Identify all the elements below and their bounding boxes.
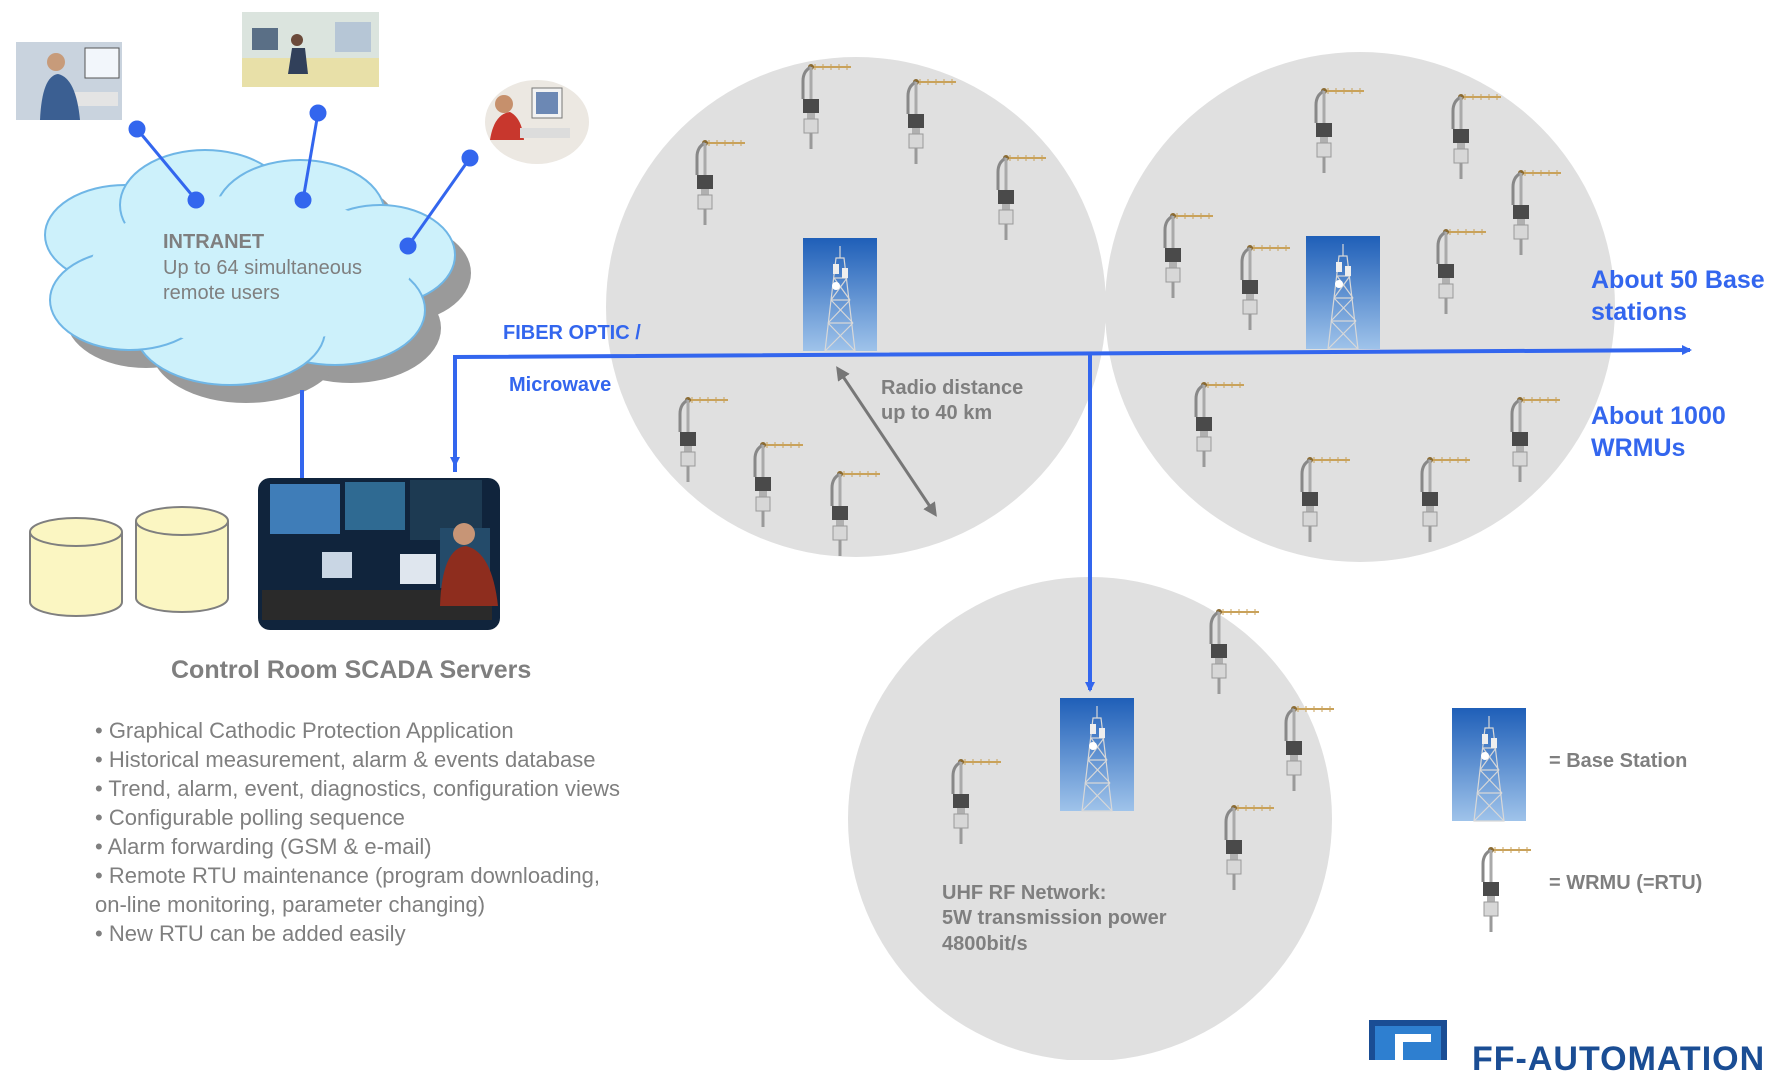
control-room-features: • Graphical Cathodic Protection Applicat…	[95, 716, 620, 948]
intranet-title: INTRANET	[163, 231, 265, 253]
remote-user-photo-3	[485, 80, 589, 164]
legend-base-station-label: = Base Station	[1549, 750, 1688, 772]
wrmu-count-line1: About 1000	[1591, 402, 1726, 430]
intranet-users-line1: Up to 64 simultaneous	[163, 257, 363, 279]
cell-area-3	[848, 577, 1332, 1060]
remote-user-photo-2	[242, 12, 379, 87]
legend-base-station-icon	[1451, 707, 1527, 822]
base-stations-count-line2: stations	[1591, 298, 1687, 326]
feature-item: • Remote RTU maintenance (program downlo…	[95, 863, 600, 888]
feature-item: • Trend, alarm, event, diagnostics, conf…	[95, 776, 620, 801]
radio-distance-line2: up to 40 km	[881, 402, 993, 424]
radio-distance-arrow	[836, 366, 937, 517]
base-stations-count-line1: About 50 Base	[1591, 266, 1765, 294]
remote-user-links	[128, 104, 479, 255]
database-icon	[135, 506, 229, 613]
base-station-icon	[802, 237, 878, 352]
control-room-photo	[258, 478, 500, 630]
intranet-users-line2: remote users	[163, 282, 280, 304]
feature-item: • Historical measurement, alarm & events…	[95, 747, 596, 772]
legend-wrmu-label: = WRMU (=RTU)	[1549, 872, 1703, 894]
feature-item: • Configurable polling sequence	[95, 805, 405, 830]
base-station-icon	[1059, 697, 1135, 812]
uhf-network-line1: UHF RF Network:	[942, 882, 1107, 904]
backbone-link	[450, 345, 1692, 692]
control-room-title: Control Room SCADA Servers	[171, 656, 532, 684]
legend-wrmu-icon	[1481, 845, 1533, 934]
cloud-core	[90, 195, 410, 345]
link-type-label-2: Microwave	[509, 374, 612, 396]
wrmu-count-line2: WRMUs	[1591, 434, 1686, 462]
base-station-icon	[1305, 235, 1381, 350]
remote-user-photo-1	[16, 42, 122, 120]
feature-item: • New RTU can be added easily	[95, 921, 406, 946]
radio-distance-line1: Radio distance	[881, 377, 1024, 399]
feature-item: • Alarm forwarding (GSM & e-mail)	[95, 834, 432, 859]
uhf-network-line3: 4800bit/s	[942, 933, 1028, 955]
uhf-network-line2: 5W transmission power	[942, 907, 1167, 929]
feature-item: on-line monitoring, parameter changing)	[95, 892, 486, 917]
ff-automation-logo-icon	[1369, 1020, 1447, 1060]
database-icon	[29, 517, 123, 617]
feature-item: • Graphical Cathodic Protection Applicat…	[95, 718, 514, 743]
link-type-label-1: FIBER OPTIC /	[503, 322, 641, 344]
